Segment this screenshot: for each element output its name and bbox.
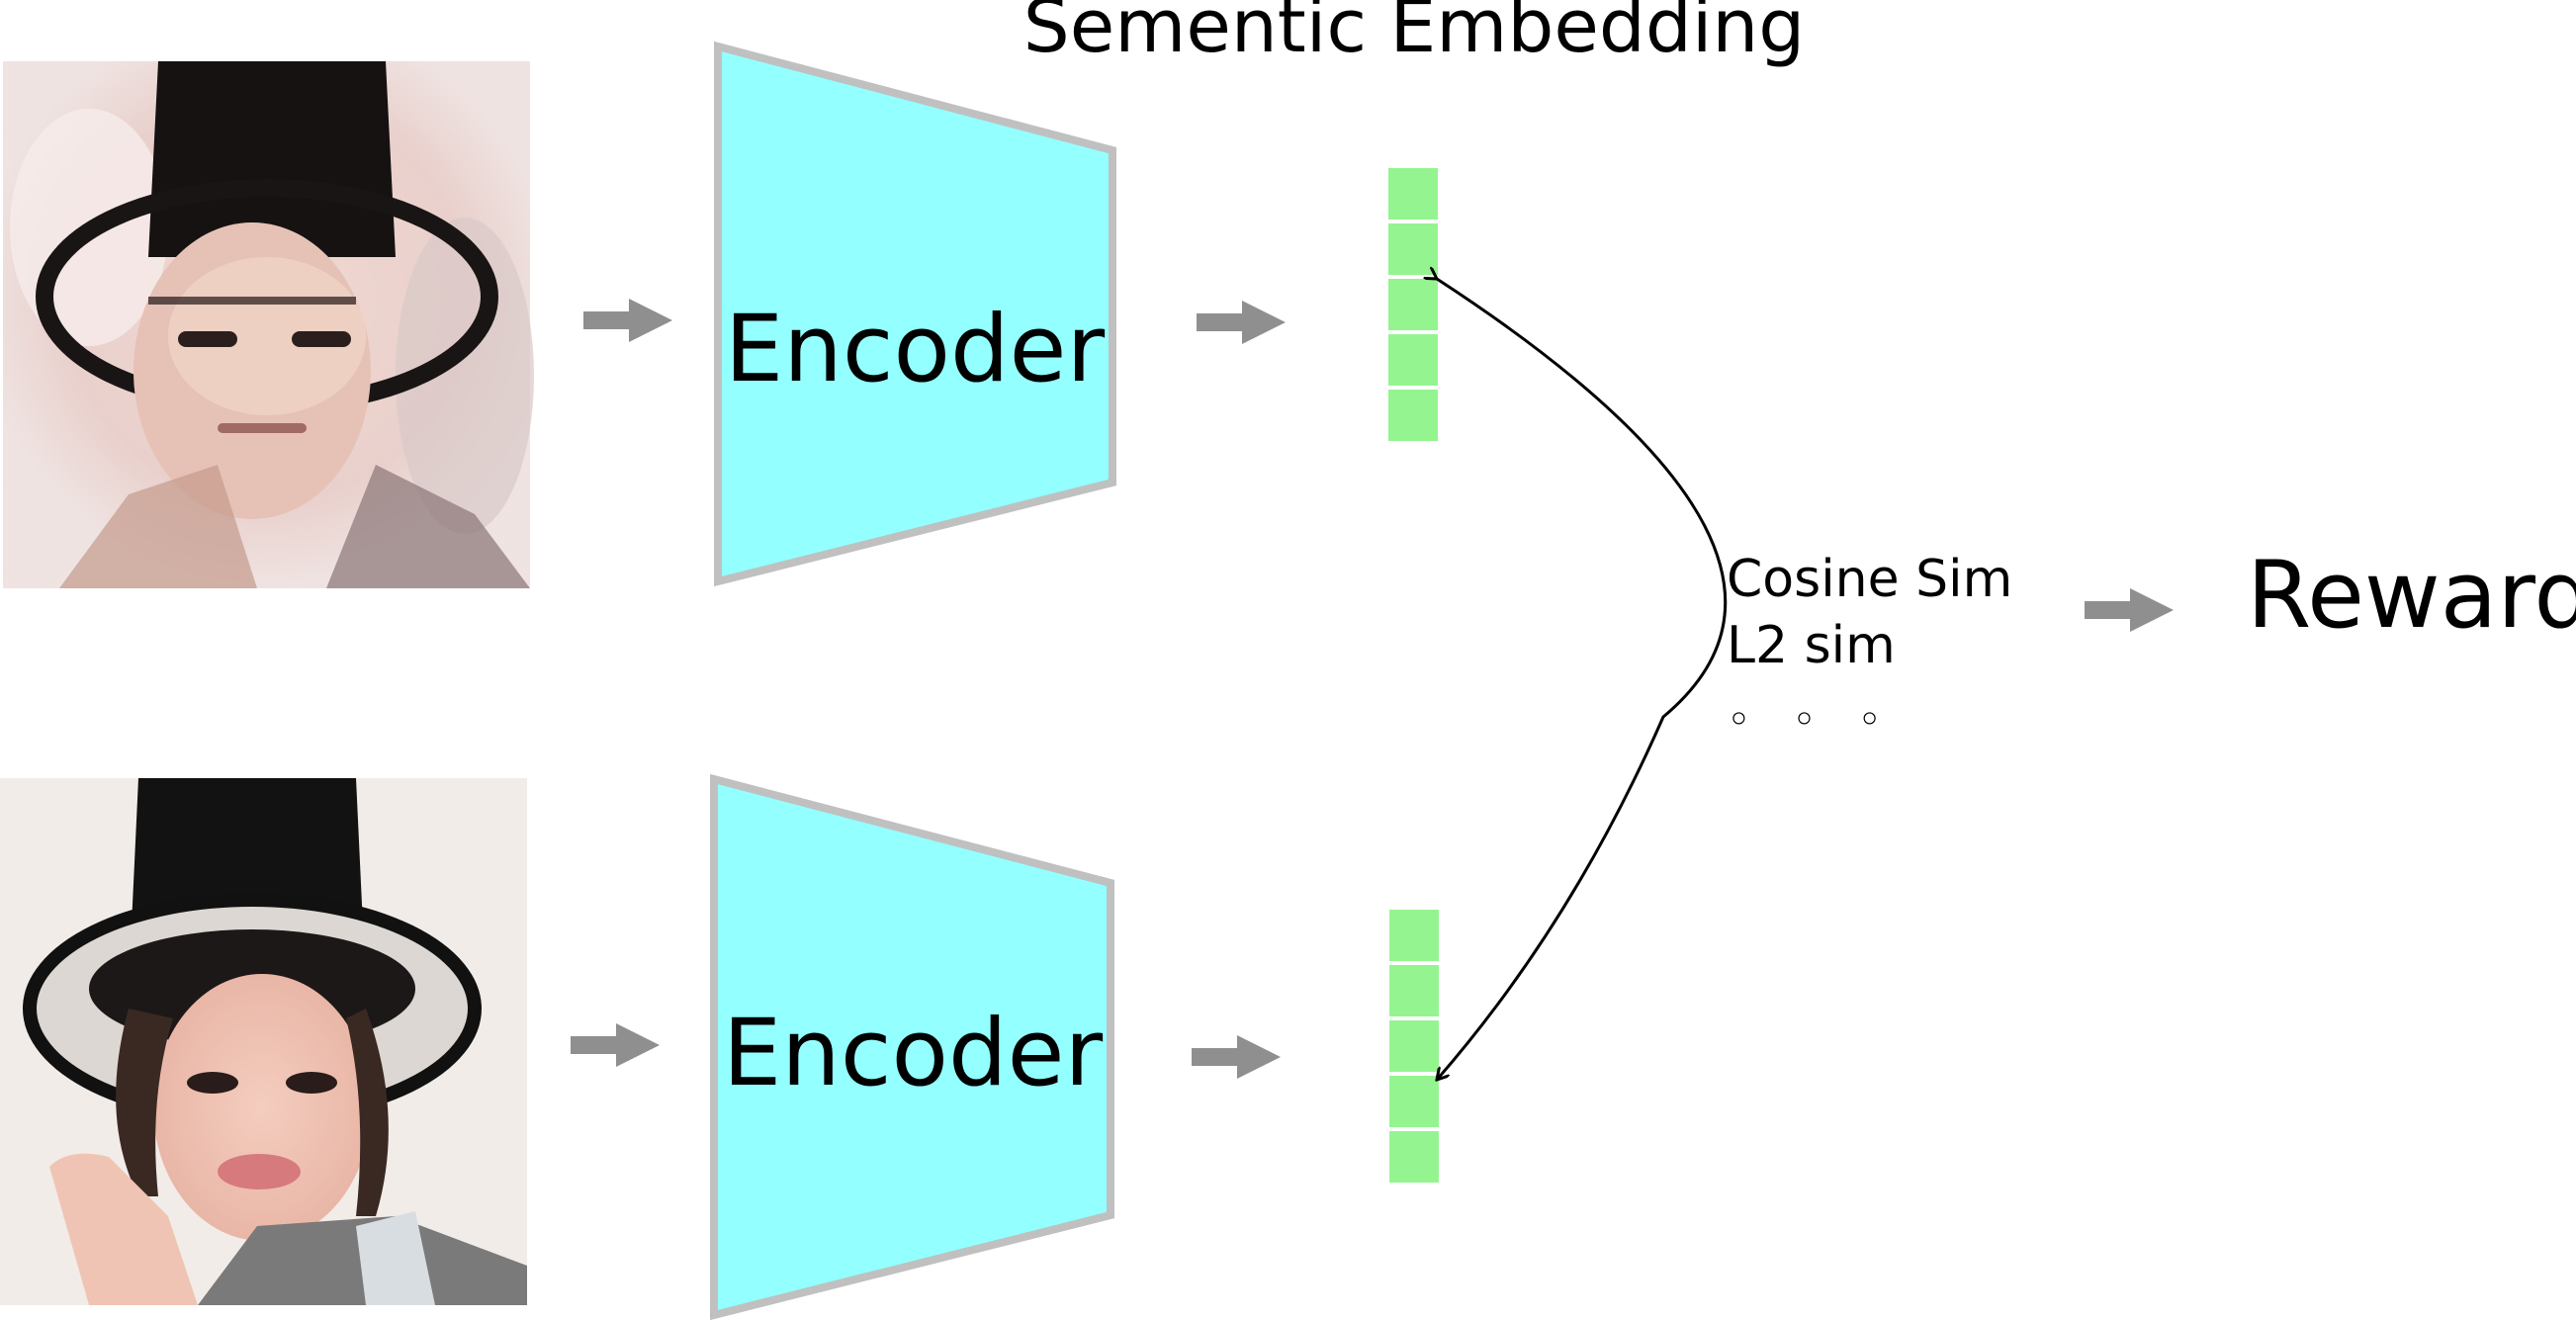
similarity-ellipsis: ◦ ◦ ◦ — [1727, 695, 1896, 744]
encoder-bottom: Encoder — [710, 773, 1114, 1320]
embedding-cell — [1388, 223, 1438, 275]
embedding-cell — [1389, 910, 1439, 961]
embedding-vector-top — [1388, 168, 1438, 441]
output-arrow-bottom — [1192, 1035, 1281, 1079]
diagram-title: Sementic Embedding — [1023, 0, 1806, 69]
embedding-cell — [1389, 965, 1439, 1016]
similarity-l2-label: L2 sim — [1727, 616, 1896, 675]
output-arrow-top — [1197, 301, 1286, 344]
embedding-cell — [1388, 390, 1438, 441]
embedding-cell — [1389, 1020, 1439, 1072]
similarity-curve-arrow — [1437, 279, 1728, 1080]
encoder-top: Encoder — [714, 41, 1116, 587]
embedding-cell — [1388, 168, 1438, 220]
input-arrow-bottom — [571, 1023, 660, 1067]
embedding-cell — [1388, 334, 1438, 386]
painted-portrait-image — [3, 61, 534, 588]
embedding-cell — [1389, 1076, 1439, 1127]
embedding-cell — [1389, 1131, 1439, 1183]
embedding-vector-bottom — [1389, 910, 1439, 1183]
encoder-label: Encoder — [725, 296, 1106, 403]
embedding-cell — [1388, 279, 1438, 330]
reward-label: Reward — [2247, 542, 2576, 650]
input-arrow-top — [583, 299, 672, 342]
encoder-label: Encoder — [723, 1000, 1104, 1107]
similarity-cosine-label: Cosine Sim — [1727, 550, 2012, 609]
reward-arrow — [2085, 588, 2174, 632]
photo-portrait-image — [0, 778, 527, 1305]
